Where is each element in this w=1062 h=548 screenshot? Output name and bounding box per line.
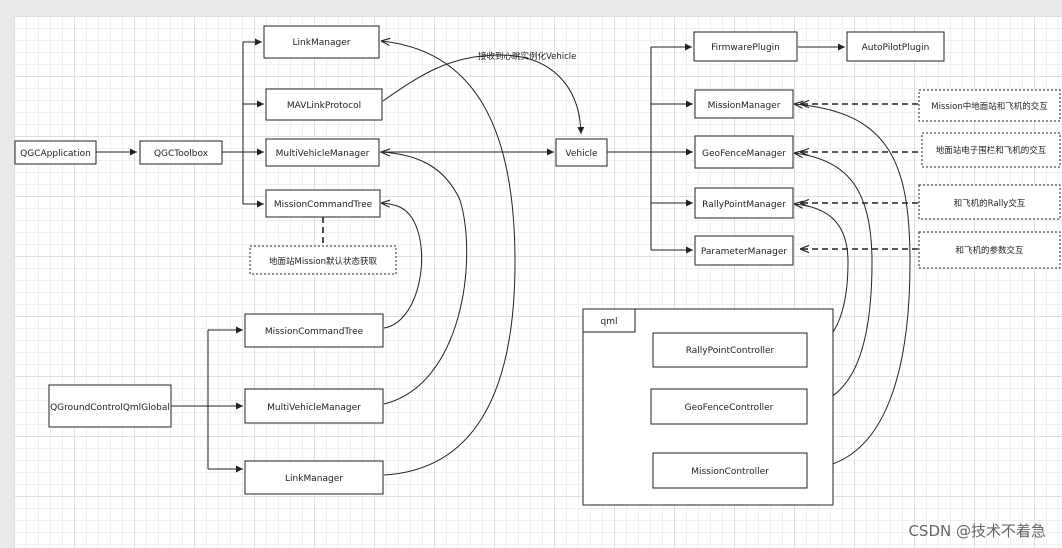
node-rally-point-controller-label: RallyPointController [686, 346, 775, 356]
note-mission-default-text: 地面站Mission默认状态获取 [269, 256, 378, 267]
loop-mission [794, 104, 911, 470]
node-mvm-bottom-label: MultiVehicleManager [267, 403, 361, 413]
note-mission-default[interactable]: 地面站Mission默认状态获取 [249, 245, 397, 275]
label-vehicle-instantiate: 接收到心跳实例化Vehicle [478, 51, 576, 62]
node-mavlink-protocol[interactable]: MAVLinkProtocol [265, 88, 383, 121]
loop-mvm [381, 152, 468, 405]
node-mvm-top-label: MultiVehicleManager [276, 149, 370, 159]
node-geofence-controller[interactable]: GeoFenceController [650, 388, 808, 425]
notes: 地面站Mission默认状态获取 Mission中地面站和飞机的交互 地面站电子… [249, 89, 1061, 275]
node-geofence-manager-label: GeoFenceManager [702, 149, 786, 159]
note-geofence-interact[interactable]: 地面站电子围栏和飞机的交互 [921, 132, 1061, 168]
node-qgc-qml-global-label: QGroundControlQmlGlobal [50, 403, 170, 413]
node-parameter-manager[interactable]: ParameterManager [694, 235, 794, 266]
node-firmware-plugin-label: FirmwarePlugin [711, 43, 780, 53]
node-mission-manager[interactable]: MissionManager [694, 89, 794, 119]
note-mission-interact[interactable]: Mission中地面站和飞机的交互 [918, 89, 1061, 122]
node-autopilot-plugin-label: AutoPilotPlugin [862, 43, 930, 53]
qml-group-label: qml [601, 317, 618, 327]
node-lm-bottom[interactable]: LinkManager [244, 460, 384, 495]
connectors [96, 41, 918, 476]
node-mvm-top[interactable]: MultiVehicleManager [265, 138, 380, 167]
loop-mct [381, 203, 423, 329]
note-param-interact-text: 和飞机的参数交互 [955, 245, 1024, 256]
node-mission-controller[interactable]: MissionController [652, 452, 808, 489]
node-vehicle-label: Vehicle [565, 149, 598, 159]
loop-lm [381, 41, 516, 476]
node-geofence-controller-label: GeoFenceController [685, 403, 774, 413]
node-mission-controller-label: MissionController [691, 467, 769, 477]
node-rally-point-manager[interactable]: RallyPointManager [694, 187, 794, 219]
node-rally-point-manager-label: RallyPointManager [702, 200, 786, 210]
note-geofence-interact-text: 地面站电子围栏和飞机的交互 [936, 145, 1047, 156]
note-rally-interact-text: 和飞机的Rally交互 [954, 198, 1026, 209]
watermark: CSDN @技术不着急 [908, 522, 1046, 540]
node-mct-top[interactable]: MissionCommandTree [265, 189, 381, 218]
node-qgc-toolbox[interactable]: QGCToolbox [139, 140, 223, 165]
node-rally-point-controller[interactable]: RallyPointController [652, 332, 808, 368]
node-autopilot-plugin[interactable]: AutoPilotPlugin [846, 31, 945, 62]
node-mission-manager-label: MissionManager [708, 101, 781, 111]
qml-group-tab [582, 308, 636, 333]
node-qgc-application[interactable]: QGCApplication [14, 140, 97, 165]
note-rally-interact[interactable]: 和飞机的Rally交互 [918, 184, 1061, 220]
loop-geofence [794, 153, 873, 406]
node-firmware-plugin[interactable]: FirmwarePlugin [693, 31, 798, 62]
node-qgc-application-label: QGCApplication [20, 149, 91, 159]
nodes: QGCApplication QGCToolbox LinkManager MA… [14, 25, 945, 495]
node-geofence-manager[interactable]: GeoFenceManager [694, 135, 794, 169]
node-parameter-manager-label: ParameterManager [701, 247, 788, 257]
node-vehicle[interactable]: Vehicle [555, 138, 608, 167]
node-mct-top-label: MissionCommandTree [274, 200, 373, 210]
node-mct-bottom[interactable]: MissionCommandTree [244, 313, 384, 348]
node-mavlink-protocol-label: MAVLinkProtocol [287, 101, 361, 111]
note-mission-interact-text: Mission中地面站和飞机的交互 [931, 101, 1048, 112]
note-param-interact[interactable]: 和飞机的参数交互 [918, 231, 1061, 269]
node-lm-bottom-label: LinkManager [285, 474, 343, 484]
node-mvm-bottom[interactable]: MultiVehicleManager [244, 388, 384, 424]
node-link-manager-top-label: LinkManager [293, 38, 351, 48]
node-link-manager-top[interactable]: LinkManager [263, 25, 380, 59]
edge-mavlink-vehicle [382, 54, 585, 135]
node-qgc-toolbox-label: QGCToolbox [154, 149, 209, 159]
node-mct-bottom-label: MissionCommandTree [265, 327, 364, 337]
node-qgc-qml-global[interactable]: QGroundControlQmlGlobal [48, 384, 172, 428]
